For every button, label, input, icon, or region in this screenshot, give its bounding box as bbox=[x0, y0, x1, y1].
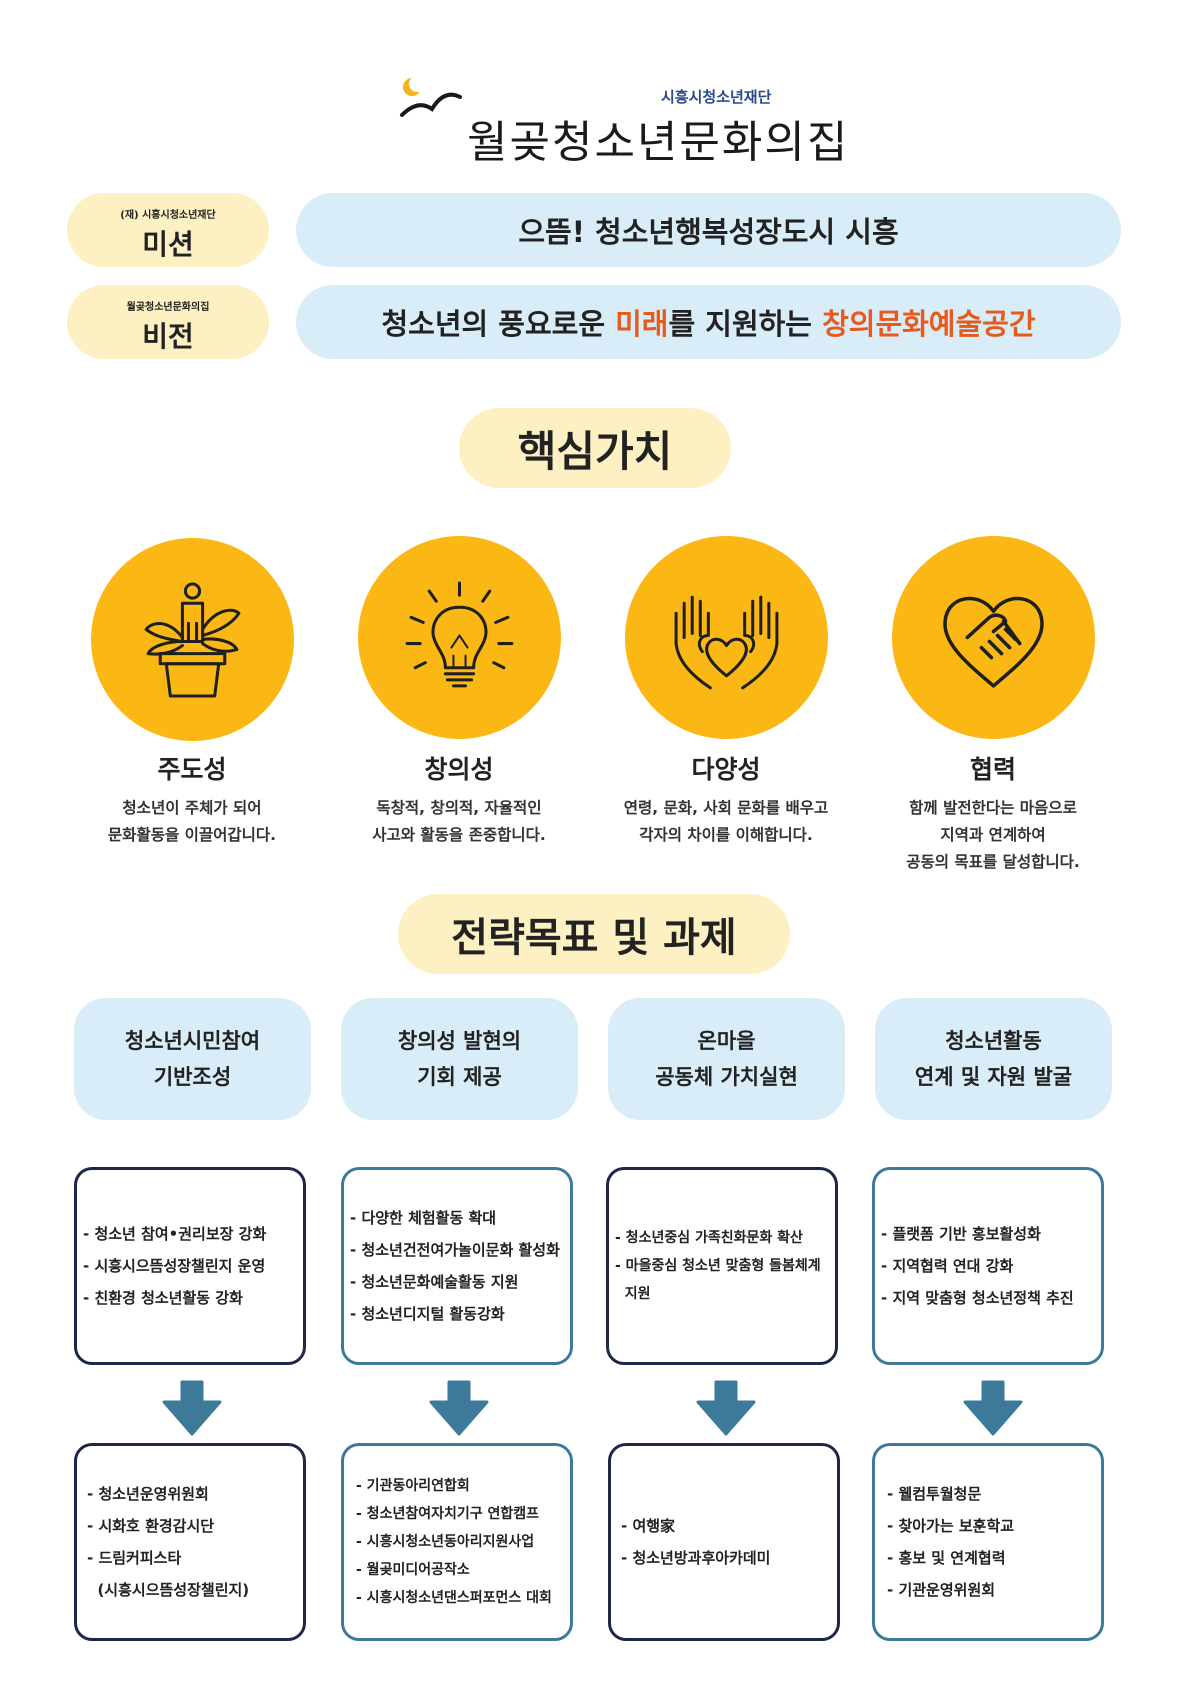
task-item: - 친환경 청소년활동 강화 bbox=[83, 1289, 243, 1307]
program-item: - 청소년방과후아카데미 bbox=[621, 1549, 771, 1567]
organization-name: 시흥시청소년재단 bbox=[661, 88, 772, 106]
task-item: - 지역 맞춤형 청소년정책 추진 bbox=[881, 1289, 1074, 1307]
arrow-down-icon bbox=[963, 1380, 1023, 1436]
task-box: - 청소년 참여•권리보장 강화 - 시흥시으뜸성장챌린지 운영 - 친환경 청… bbox=[74, 1167, 306, 1365]
goal-card: 창의성 발현의 기회 제공 bbox=[341, 998, 578, 1120]
program-item: (시흥시으뜸성장챌린지) bbox=[87, 1581, 250, 1599]
core-value-circle-creativity bbox=[358, 536, 561, 739]
mission-label: 미션 bbox=[142, 228, 194, 261]
core-value-title-cooperation: 협력 bbox=[969, 755, 1016, 784]
program-box: - 여행家 - 청소년방과후아카데미 bbox=[608, 1443, 840, 1641]
core-value-circle-diversity bbox=[625, 536, 828, 739]
vision-small-label: 월곶청소년문화의집 bbox=[126, 302, 210, 313]
arrow-down-icon bbox=[429, 1380, 489, 1436]
task-box: - 플랫폼 기반 홍보활성화 - 지역협력 연대 강화 - 지역 맞춤형 청소년… bbox=[872, 1167, 1104, 1365]
core-value-title-creativity: 창의성 bbox=[424, 755, 494, 784]
task-item: - 청소년 참여•권리보장 강화 bbox=[83, 1225, 267, 1243]
goal-line1: 창의성 발현의 bbox=[397, 1029, 522, 1053]
program-item: - 기관운영위원회 bbox=[887, 1581, 996, 1599]
program-item: - 월곶미디어공작소 bbox=[356, 1562, 470, 1578]
program-item: - 여행家 bbox=[621, 1517, 676, 1535]
vision-highlight-future: 미래 bbox=[615, 307, 669, 341]
task-item: - 청소년중심 가족친화문화 확산 bbox=[615, 1230, 803, 1246]
goal-line2: 기반조성 bbox=[153, 1065, 232, 1089]
task-item: - 마을중심 청소년 맞춤형 돌봄체계 bbox=[615, 1258, 821, 1274]
task-box: - 청소년중심 가족친화문화 확산 - 마을중심 청소년 맞춤형 돌봄체계 지원 bbox=[606, 1167, 838, 1365]
program-item: - 청소년운영위원회 bbox=[87, 1485, 209, 1503]
goal-card: 온마을 공동체 가치실현 bbox=[608, 998, 845, 1120]
program-item: - 홍보 및 연계협력 bbox=[887, 1549, 1006, 1567]
goal-card: 청소년시민참여 기반조성 bbox=[74, 998, 311, 1120]
program-item: - 드림커피스타 bbox=[87, 1549, 182, 1567]
program-item: - 기관동아리연합회 bbox=[356, 1478, 470, 1494]
lightbulb-icon bbox=[405, 581, 514, 688]
program-item: - 시흥시청소년댄스퍼포먼스 대회 bbox=[356, 1590, 552, 1606]
program-box: - 기관동아리연합회 - 청소년참여자치기구 연합캠프 - 시흥시청소년동아리지… bbox=[341, 1443, 573, 1641]
arrow-down-icon bbox=[162, 1380, 222, 1436]
logo-mark bbox=[398, 75, 466, 155]
handshake-heart-icon bbox=[943, 596, 1044, 688]
program-item: - 웰컴투월청문 bbox=[887, 1485, 982, 1503]
strategy-title: 전략목표 및 과제 bbox=[398, 894, 790, 974]
arrow-down-icon bbox=[696, 1380, 756, 1436]
task-item: - 청소년건전여가놀이문화 활성화 bbox=[350, 1241, 560, 1259]
core-value-title-diversity: 다양성 bbox=[691, 755, 761, 784]
program-box: - 청소년운영위원회 - 시화호 환경감시단 - 드림커피스타 (시흥시으뜸성장… bbox=[74, 1443, 306, 1641]
task-item: 지원 bbox=[615, 1286, 651, 1302]
mission-small-label: (재) 시흥시청소년재단 bbox=[120, 210, 216, 221]
core-value-desc-creativity: 독창적, 창의적, 자율적인 사고와 활동을 존중합니다. bbox=[372, 799, 546, 844]
task-item: - 청소년문화예술활동 지원 bbox=[350, 1273, 519, 1291]
core-value-desc-cooperation: 함께 발전한다는 마음으로 지역과 연계하여 공동의 목표를 달성합니다. bbox=[906, 799, 1080, 871]
goal-line2: 기회 제공 bbox=[417, 1065, 502, 1089]
core-values-title: 핵심가치 bbox=[459, 408, 731, 488]
vision-label-pill: 월곶청소년문화의집 비전 bbox=[67, 285, 269, 359]
vision-text-part1: 청소년의 풍요로운 bbox=[381, 307, 616, 341]
core-value-desc-diversity: 연령, 문화, 사회 문화를 배우고 각자의 차이를 이해합니다. bbox=[623, 799, 829, 844]
core-value-circle-initiative bbox=[91, 538, 294, 741]
task-item: - 다양한 체험활동 확대 bbox=[350, 1209, 497, 1227]
mission-label-pill: (재) 시흥시청소년재단 미션 bbox=[67, 193, 269, 267]
core-value-desc-initiative: 청소년이 주체가 되어 문화활동을 이끌어갑니다. bbox=[107, 799, 277, 844]
mission-statement: 으뜸! 청소년행복성장도시 시흥 bbox=[296, 193, 1121, 267]
facility-logo-title: 월곶청소년문화의집 bbox=[467, 117, 850, 168]
goal-card: 청소년활동 연계 및 자원 발굴 bbox=[875, 998, 1112, 1120]
goal-line1: 청소년시민참여 bbox=[124, 1029, 261, 1053]
program-item: - 시흥시청소년동아리지원사업 bbox=[356, 1534, 535, 1550]
vision-highlight-space: 창의문화예술공간 bbox=[822, 307, 1036, 341]
plant-person-icon bbox=[144, 582, 241, 698]
goal-line1: 온마을 bbox=[697, 1029, 756, 1053]
program-item: - 찾아가는 보훈학교 bbox=[887, 1517, 1015, 1535]
task-item: - 플랫폼 기반 홍보활성화 bbox=[881, 1225, 1041, 1243]
vision-text-part2: 를 지원하는 bbox=[668, 307, 823, 341]
goal-line1: 청소년활동 bbox=[945, 1029, 1042, 1053]
core-value-title-initiative: 주도성 bbox=[157, 755, 227, 784]
core-value-circle-cooperation bbox=[892, 536, 1095, 739]
task-item: - 시흥시으뜸성장챌린지 운영 bbox=[83, 1257, 266, 1275]
task-item: - 지역협력 연대 강화 bbox=[881, 1257, 1014, 1275]
hands-heart-icon bbox=[674, 595, 779, 690]
goal-line2: 공동체 가치실현 bbox=[655, 1065, 798, 1089]
program-item: - 청소년참여자치기구 연합캠프 bbox=[356, 1506, 539, 1522]
goal-line2: 연계 및 자원 발굴 bbox=[914, 1065, 1073, 1089]
program-item: - 시화호 환경감시단 bbox=[87, 1517, 215, 1535]
task-item: - 청소년디지털 활동강화 bbox=[350, 1305, 505, 1323]
vision-label: 비전 bbox=[142, 320, 194, 353]
program-box: - 웰컴투월청문 - 찾아가는 보훈학교 - 홍보 및 연계협력 - 기관운영위… bbox=[872, 1443, 1104, 1641]
task-box: - 다양한 체험활동 확대 - 청소년건전여가놀이문화 활성화 - 청소년문화예… bbox=[341, 1167, 573, 1365]
